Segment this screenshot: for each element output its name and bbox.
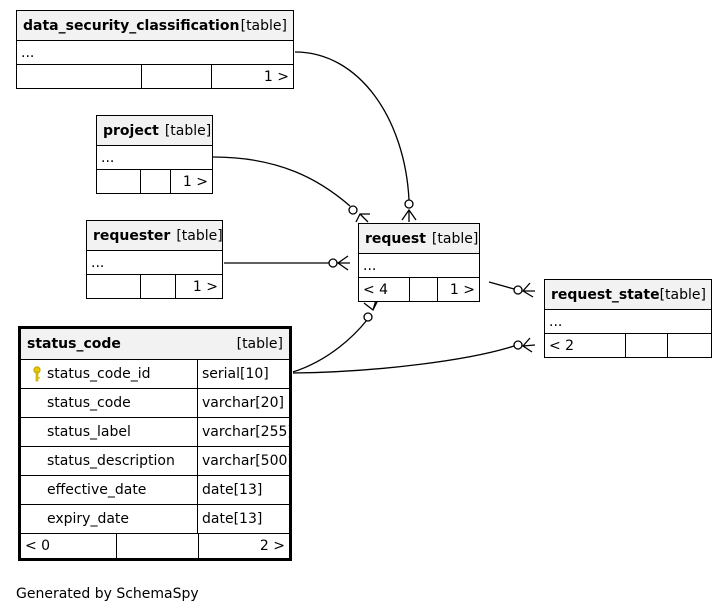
table-name: request: [365, 230, 426, 247]
footer-blank: [116, 534, 198, 558]
footer-parents: < 2: [549, 337, 575, 354]
table-header: request_state [table]: [545, 280, 711, 310]
footer-blank: [141, 65, 211, 88]
collapsed-columns: ...: [17, 41, 293, 65]
column-row[interactable]: status_description varchar[500]: [21, 447, 293, 476]
edge-requester-request-optional-marker: [328, 258, 338, 268]
column-type: date[13]: [202, 511, 263, 527]
table-header: request [table]: [359, 224, 479, 254]
table-requester[interactable]: requester [table] ... 1 >: [86, 220, 223, 299]
edge-project-request-optional-marker: [348, 205, 358, 215]
edge-dsc-request-optional-marker: [404, 199, 414, 209]
footer-parents: < 4: [363, 281, 389, 298]
column-name: status_code: [47, 395, 131, 411]
collapsed-columns: ...: [545, 310, 711, 334]
footer-parents: [97, 170, 140, 193]
table-header: status_code [table]: [21, 329, 289, 360]
table-header: requester [table]: [87, 221, 223, 251]
footer-parents: [17, 65, 141, 88]
table-kind: [table]: [240, 17, 287, 34]
table-request[interactable]: request [table] ... < 4 1 >: [358, 223, 480, 302]
table-footer: 1 >: [17, 65, 293, 88]
column-type: date[13]: [202, 482, 263, 498]
edge-statuscode-request-optional-marker: [363, 312, 373, 322]
table-kind: [table]: [659, 286, 706, 303]
table-footer: 1 >: [87, 275, 222, 298]
edge-statuscode-request: [292, 319, 368, 373]
table-footer: < 2: [545, 334, 711, 357]
footer-blank: [409, 278, 437, 301]
table-name: status_code: [27, 336, 121, 352]
footer-blank: [140, 275, 175, 298]
column-type: varchar[255]: [202, 424, 293, 440]
footer-blank: [140, 170, 170, 193]
table-footer: 1 >: [97, 170, 212, 193]
table-name: project: [103, 122, 159, 139]
edge-project-request-crowfoot: [355, 213, 370, 223]
footer-children: 1 >: [175, 275, 222, 298]
footer-children: 2 >: [198, 534, 289, 558]
column-row[interactable]: expiry_date date[13]: [21, 505, 289, 534]
edge-dsc-request: [294, 51, 410, 201]
table-footer: < 0 2 >: [21, 534, 289, 558]
edge-dsc-request-crowfoot: [401, 208, 417, 222]
edge-statuscode-requeststate-optional-marker: [513, 340, 523, 350]
table-request-state[interactable]: request_state [table] ... < 2: [544, 279, 712, 358]
footer-children: 1 >: [170, 170, 212, 193]
footer-parents: < 0: [25, 538, 51, 554]
table-name: requester: [93, 227, 171, 244]
table-kind: [table]: [164, 122, 212, 139]
collapsed-columns: ...: [97, 146, 212, 170]
edge-statuscode-requeststate: [292, 345, 515, 374]
column-type: serial[10]: [202, 366, 269, 382]
table-kind: [table]: [176, 227, 223, 244]
edge-request-requeststate: [488, 281, 515, 290]
table-header: data_security_classification [table]: [17, 11, 293, 41]
column-row[interactable]: effective_date date[13]: [21, 476, 289, 505]
table-kind: [table]: [236, 336, 283, 352]
column-name: effective_date: [47, 482, 147, 498]
table-data-security-classification[interactable]: data_security_classification [table] ...…: [16, 10, 294, 89]
table-name: request_state: [551, 286, 660, 303]
edge-project-request: [212, 156, 351, 207]
footer-children: 1 >: [437, 278, 479, 301]
table-footer: < 4 1 >: [359, 278, 479, 301]
edge-requester-request-crowfoot: [336, 255, 350, 271]
column-name: status_label: [47, 424, 131, 440]
footer-parents: [87, 275, 140, 298]
table-name: data_security_classification: [23, 17, 240, 34]
column-type: varchar[500]: [202, 453, 293, 469]
footer-children: [667, 334, 711, 357]
column-type: varchar[20]: [202, 395, 284, 411]
column-row[interactable]: status_code varchar[20]: [21, 389, 289, 418]
table-kind: [table]: [431, 230, 479, 247]
column-row[interactable]: status_code_id serial[10]: [21, 360, 289, 389]
table-status-code[interactable]: status_code [table] status_code_id seria…: [18, 326, 293, 561]
column-name: expiry_date: [47, 511, 130, 527]
column-name: status_description: [47, 453, 175, 469]
collapsed-columns: ...: [359, 254, 479, 278]
generated-by-label: Generated by SchemaSpy: [16, 586, 199, 602]
collapsed-columns: ...: [87, 251, 222, 275]
table-header: project [table]: [97, 116, 212, 146]
footer-blank: [625, 334, 667, 357]
primary-key-icon: [27, 366, 47, 382]
edge-statuscode-requeststate-crowfoot: [522, 337, 536, 353]
edge-request-requeststate-crowfoot: [521, 282, 535, 298]
column-row[interactable]: status_label varchar[255]: [21, 418, 293, 447]
footer-children: 1 >: [211, 65, 293, 88]
column-name: status_code_id: [47, 366, 151, 382]
table-project[interactable]: project [table] ... 1 >: [96, 115, 213, 194]
edge-request-requeststate-optional-marker: [513, 285, 523, 295]
